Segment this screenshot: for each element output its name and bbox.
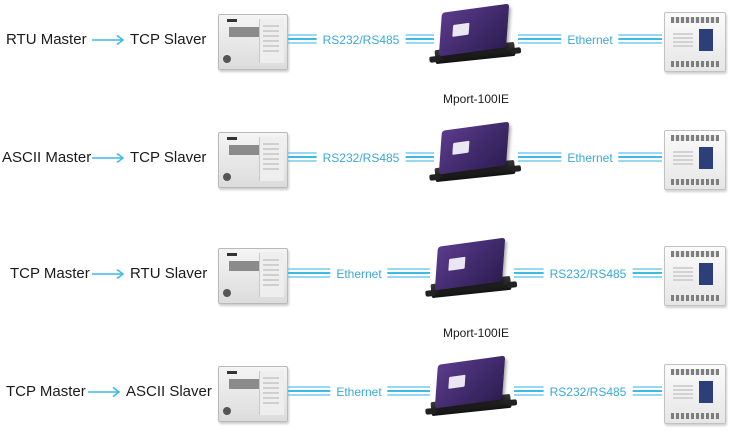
mode-row-tcp-to-rtu: TCP Master RTU Slaver Ethernet RS232/RS4… — [0, 234, 730, 314]
master-label: TCP Master — [10, 265, 90, 282]
master-plc-image — [218, 132, 288, 188]
arrow-right-icon — [88, 386, 121, 398]
ethernet-link-line: Ethernet — [288, 265, 430, 283]
link-label: Ethernet — [561, 149, 619, 167]
arrow-right-icon — [92, 34, 125, 46]
master-plc-image — [218, 14, 288, 70]
master-plc-image — [218, 366, 288, 422]
slaver-label: ASCII Slaver — [126, 383, 212, 400]
ethernet-link-line: Ethernet — [518, 149, 662, 167]
link-label: RS232/RS485 — [543, 383, 633, 401]
arrow-right-icon — [92, 268, 125, 280]
slaver-label: TCP Slaver — [130, 31, 207, 48]
ethernet-link-line: Ethernet — [518, 31, 662, 49]
arrow-right-icon — [92, 152, 125, 164]
device-caption: Mport-100IE — [443, 92, 510, 106]
mode-row-tcp-to-ascii: TCP Master ASCII Slaver Ethernet RS232/R… — [0, 352, 730, 432]
slave-plc-image — [664, 130, 726, 190]
mode-row-rtu-to-tcp: RTU Master TCP Slaver RS232/RS485 Ethern… — [0, 0, 730, 80]
serial-link-line: RS232/RS485 — [288, 31, 434, 49]
link-label: RS232/RS485 — [543, 265, 633, 283]
link-label: RS232/RS485 — [316, 149, 406, 167]
link-label: Ethernet — [330, 383, 388, 401]
master-label: TCP Master — [6, 383, 86, 400]
slave-plc-image — [664, 246, 726, 306]
serial-link-line: RS232/RS485 — [514, 383, 662, 401]
gateway-device-image — [429, 237, 513, 304]
slave-plc-image — [664, 12, 726, 72]
link-label: Ethernet — [330, 265, 388, 283]
master-label: ASCII Master — [2, 149, 92, 166]
device-caption: Mport-100IE — [443, 326, 510, 340]
mode-row-ascii-to-tcp: ASCII Master TCP Slaver RS232/RS485 Ethe… — [0, 118, 730, 198]
slaver-label: TCP Slaver — [130, 149, 207, 166]
gateway-device-image — [429, 355, 513, 422]
serial-link-line: RS232/RS485 — [288, 149, 434, 167]
gateway-device-image — [433, 121, 517, 188]
slave-plc-image — [664, 364, 726, 424]
link-label: Ethernet — [561, 31, 619, 49]
gateway-device-image — [433, 3, 517, 70]
slaver-label: RTU Slaver — [130, 265, 208, 282]
master-label: RTU Master — [6, 31, 87, 48]
link-label: RS232/RS485 — [316, 31, 406, 49]
serial-link-line: RS232/RS485 — [514, 265, 662, 283]
master-plc-image — [218, 248, 288, 304]
ethernet-link-line: Ethernet — [288, 383, 430, 401]
